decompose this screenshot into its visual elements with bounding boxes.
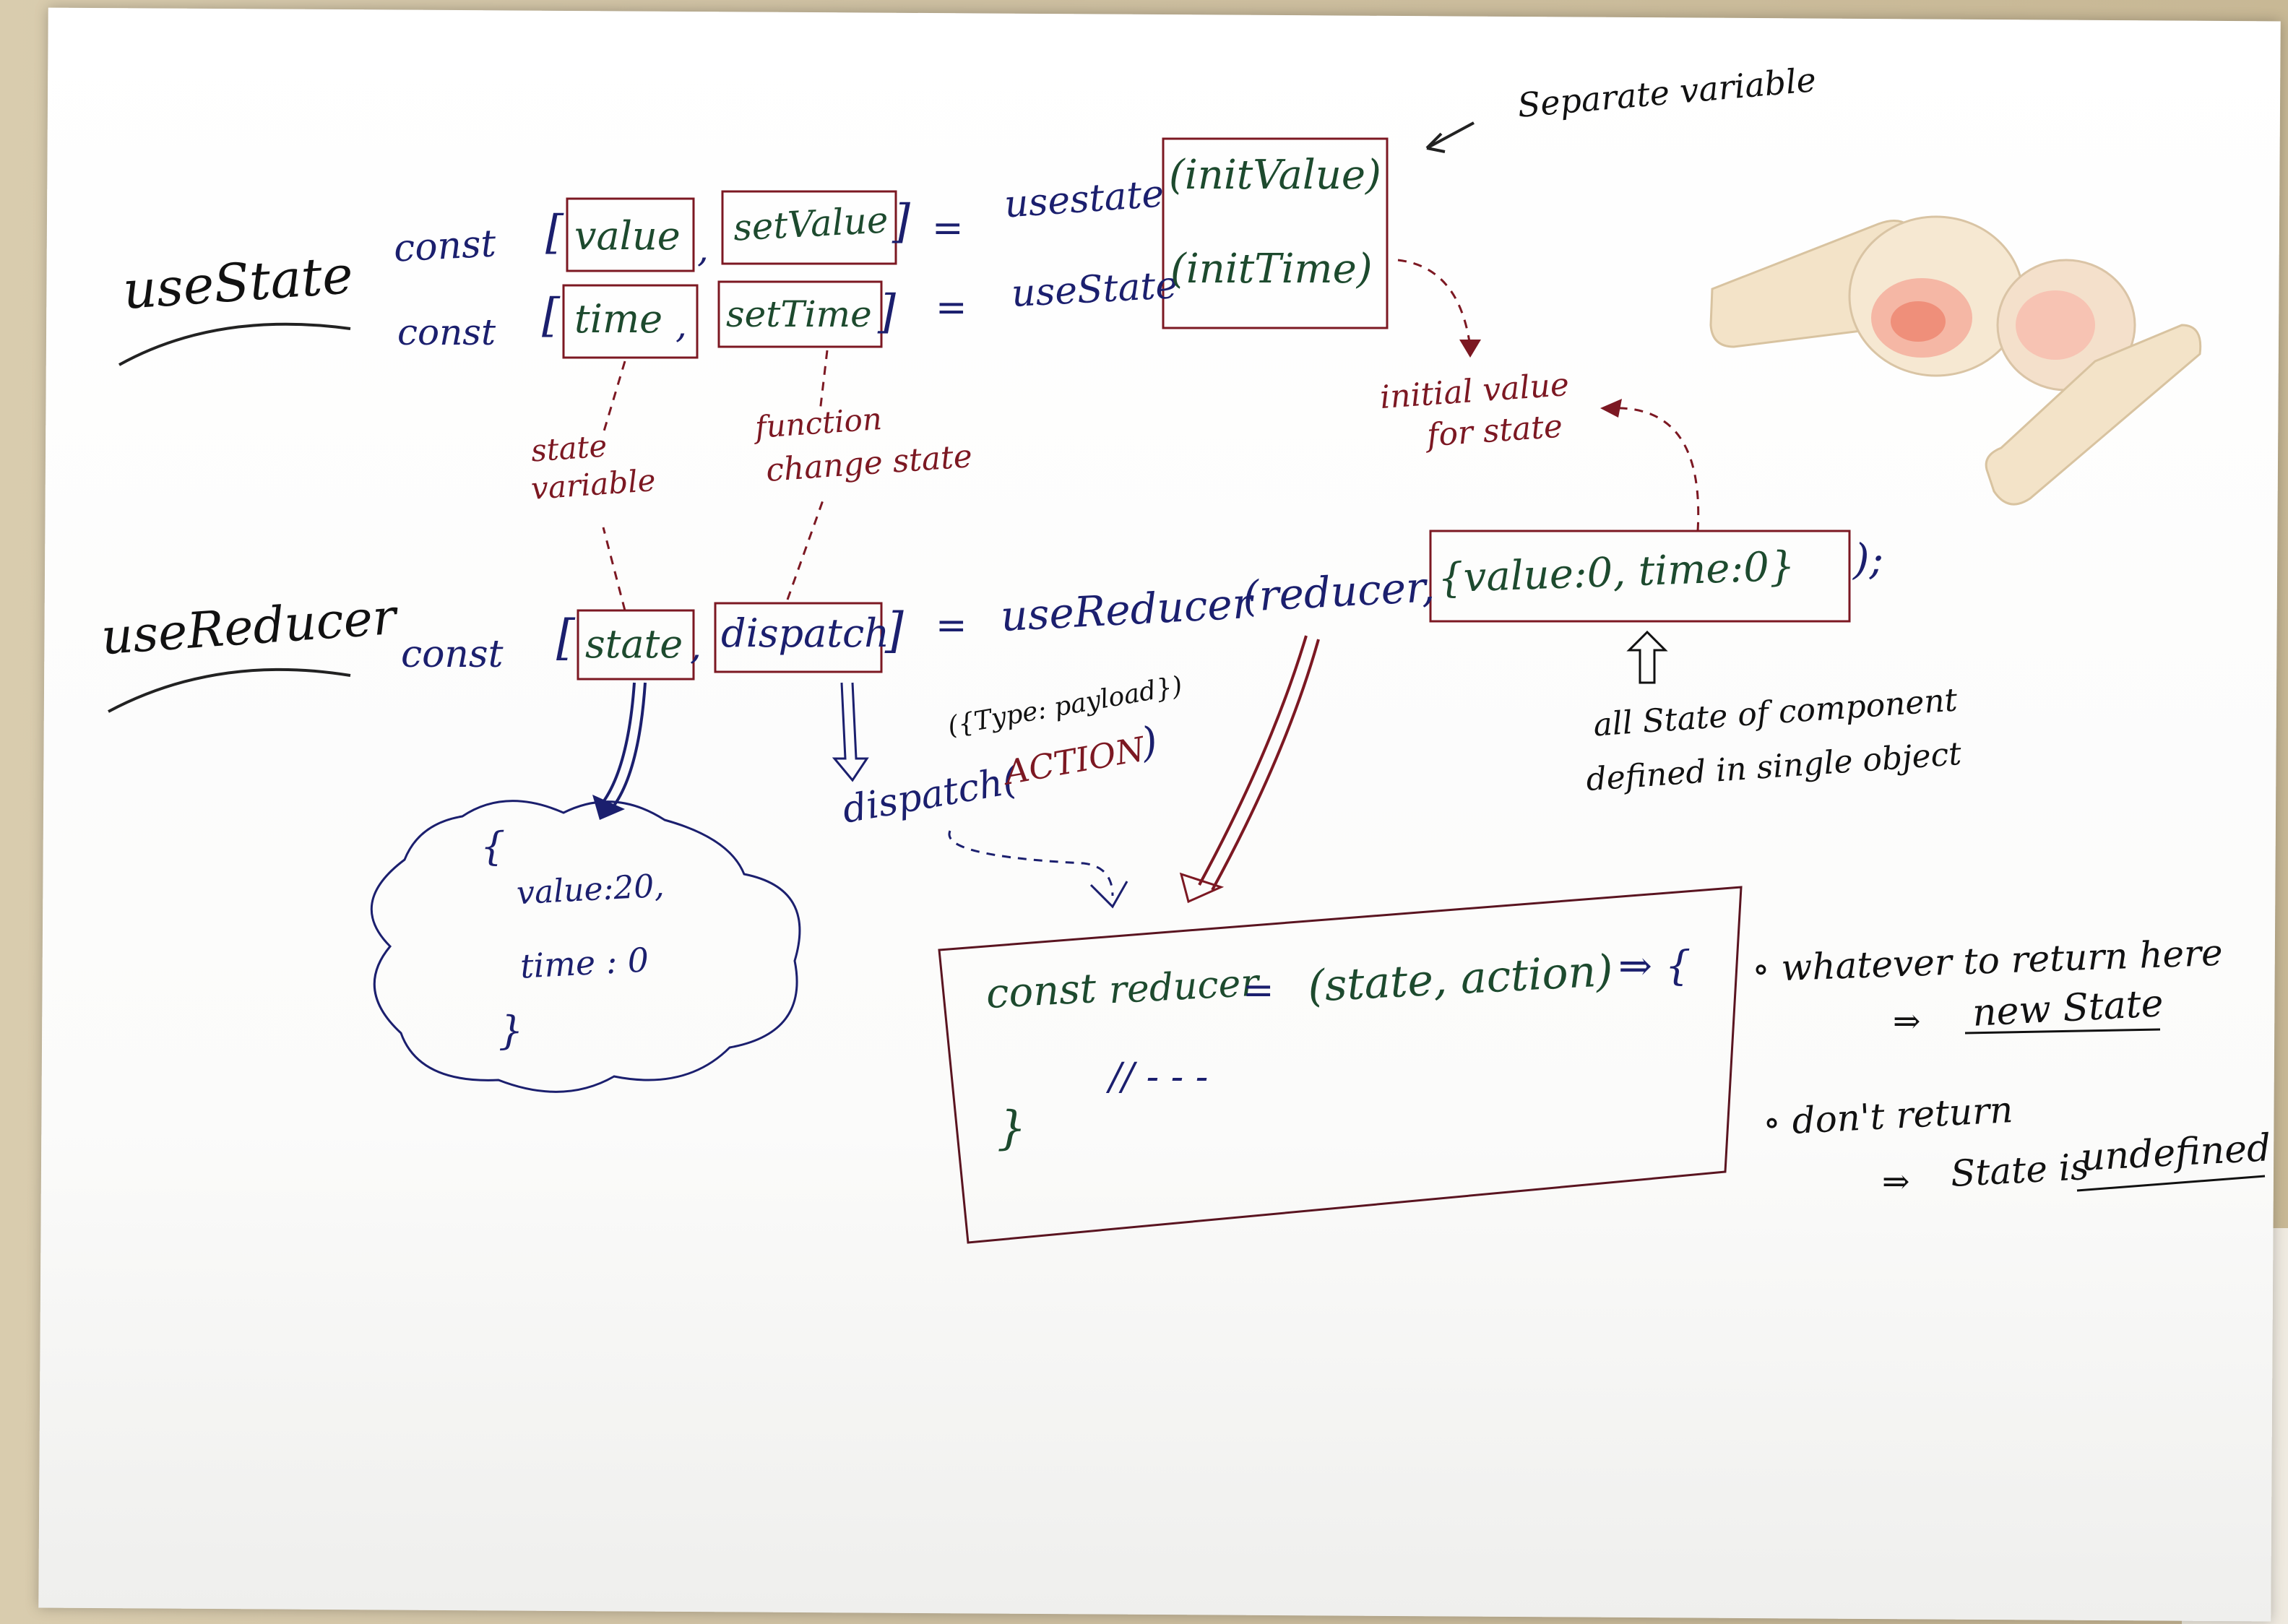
close-bracket-2: ] [878,285,896,339]
equals-1: = [932,207,964,250]
dispatch-to-label-arrow [786,498,825,600]
open-bracket-1: [ [545,206,564,259]
settime-setter: setTime [726,293,872,335]
earbuds-illustration [1709,215,2202,506]
init-object-argument: {value:0, time:0} [1436,543,1796,602]
undefined-text: undefined [2079,1126,2272,1180]
earbud-right [1985,259,2202,506]
close-bracket-3: ] [885,602,904,658]
value-box [566,197,695,272]
usestate-underline [118,322,351,366]
usestate-hook-1: usestate [1003,172,1166,227]
time-variable: time [574,296,663,342]
state-variable-note-line2: variable [530,462,657,506]
init-object-box [1429,530,1851,623]
const-keyword-2: const [397,311,496,353]
cloud-time-line: time : 0 [519,940,650,986]
setvalue-box [721,190,897,265]
cloud-close-brace: } [498,1008,524,1053]
time-box [562,284,699,359]
state-to-label-arrow [602,527,626,611]
reducer-arg-arrow [1198,635,1308,886]
usereducer-underline [108,668,351,713]
function-note-line1: function [754,400,884,446]
equals-3: = [936,604,967,647]
comma-2: , [675,304,687,346]
reducer-arrow: ⇒ { [1618,943,1691,990]
state-is-text: State is [1949,1146,2090,1195]
reducer-comment: // - - - [1109,1055,1209,1099]
dispatch-down-arrow [832,682,869,782]
comma-1: , [697,228,709,270]
settime-box [717,280,883,348]
action-to-reducer-arrow [948,830,1114,897]
state-box [577,609,695,681]
reducer-argument: (reducer, [1241,562,1436,621]
cloud-open-brace: { [480,824,506,869]
args-close: ); [1853,535,1884,584]
open-bracket-3: [ [556,610,575,665]
state-to-cloud-arrow [602,682,636,803]
close-bracket-1: ] [892,195,910,249]
init-value-arg: (initValue) [1169,152,1381,199]
dont-return-arrow: ⇒ [1882,1162,1910,1201]
init-to-note-arrow [1397,259,1472,347]
undefined-underline [2076,1175,2266,1192]
settime-to-function-arrow [819,350,829,413]
cloud-value-line: value:20, [515,867,665,912]
state-variable-note-line1: state [530,428,608,469]
init-object-to-note-arrow [1610,407,1700,532]
reducer-box [938,886,1743,1244]
time-to-state-variable-arrow [602,360,626,434]
comma-3: , [690,626,701,668]
usestate-hook-2: useState [1010,264,1179,316]
dispatch-box [714,602,883,673]
setvalue-setter: setValue [732,199,889,249]
reducer-equals: = [1243,969,1274,1012]
open-bracket-2: [ [542,289,560,342]
all-state-up-arrow [1626,630,1668,684]
equals-2: = [936,286,967,329]
state-variable: state [585,621,683,667]
initial-value-note-line2: for state [1425,407,1564,454]
usereducer-hook: useReducer [999,578,1253,642]
return-note-arrow: ⇒ [1893,1001,1921,1040]
state-cloud [370,800,801,1093]
separate-variable-arrow [1425,121,1475,153]
new-state-text: new State [1971,982,2164,1035]
init-time-arg: (initTime) [1170,246,1373,293]
reducer-name: reducer [1108,961,1260,1013]
reducer-const: const [985,965,1097,1018]
const-keyword-3: const [401,633,504,676]
init-args-box [1162,137,1389,329]
earbud-left [1709,215,2024,377]
value-variable: value [574,213,681,259]
dispatch-variable: dispatch [721,610,890,656]
const-keyword-1: const [392,222,497,271]
new-state-underline [1964,1028,2161,1035]
reducer-close-brace: } [997,1102,1027,1155]
usestate-heading: useState [121,243,355,321]
